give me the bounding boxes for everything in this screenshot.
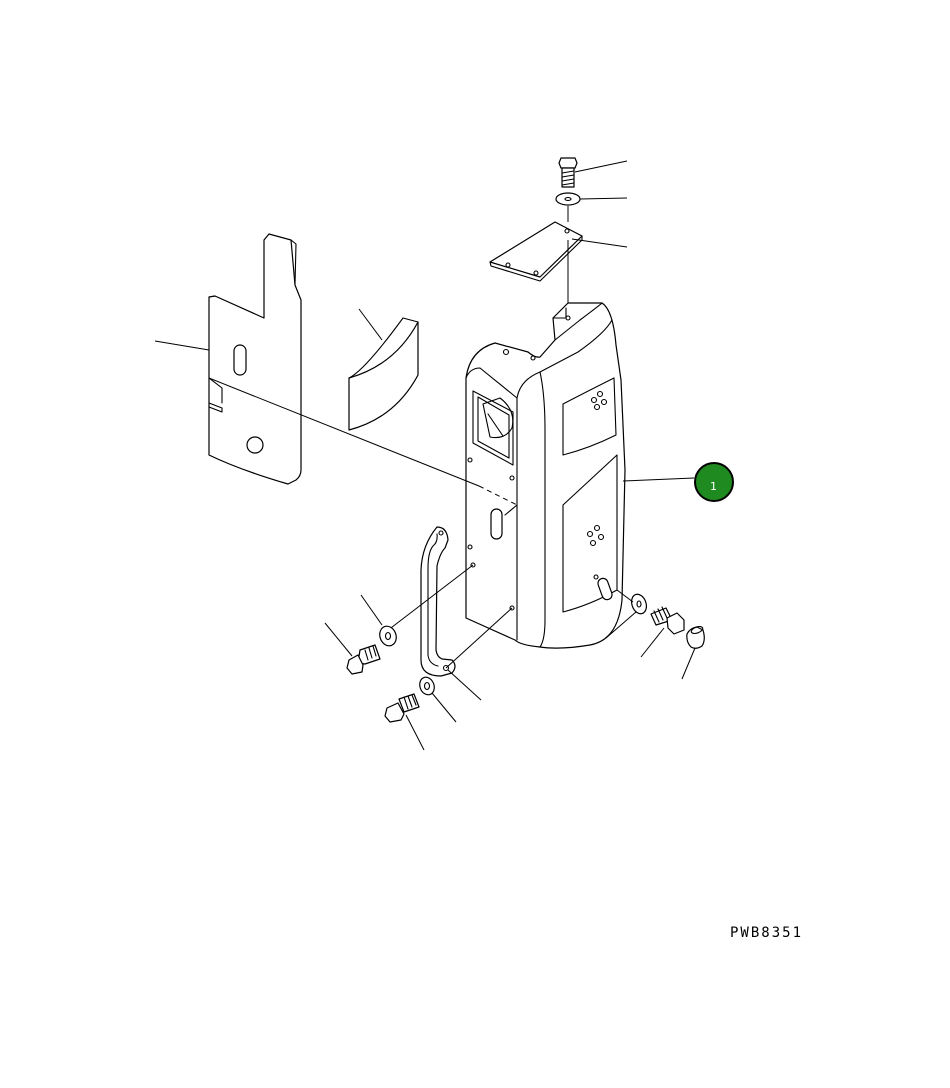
logo-mark-lower bbox=[586, 524, 605, 547]
callout-1-badge[interactable] bbox=[694, 462, 734, 502]
side-washer bbox=[630, 593, 648, 615]
top-bolt bbox=[558, 157, 578, 188]
callout-1[interactable]: 1 bbox=[694, 462, 734, 502]
handrail-washer-upper bbox=[379, 625, 397, 647]
handrail bbox=[420, 526, 456, 677]
rubber-pad bbox=[348, 317, 419, 431]
drawing-code: PWB8351 bbox=[730, 925, 803, 941]
logo-mark-upper bbox=[590, 390, 608, 411]
top-washer bbox=[555, 192, 581, 206]
handrail-bolt-lower bbox=[384, 693, 420, 723]
handrail-bolt-upper bbox=[346, 644, 381, 675]
rubber-plug bbox=[686, 625, 705, 649]
side-plate bbox=[208, 233, 302, 485]
top-cover-plate bbox=[489, 221, 583, 282]
side-bolt bbox=[650, 606, 685, 635]
leader-lines bbox=[154, 160, 696, 751]
handrail-washer-lower bbox=[419, 676, 435, 696]
counterweight-body bbox=[465, 302, 626, 649]
callout-1-label: 1 bbox=[710, 480, 717, 493]
